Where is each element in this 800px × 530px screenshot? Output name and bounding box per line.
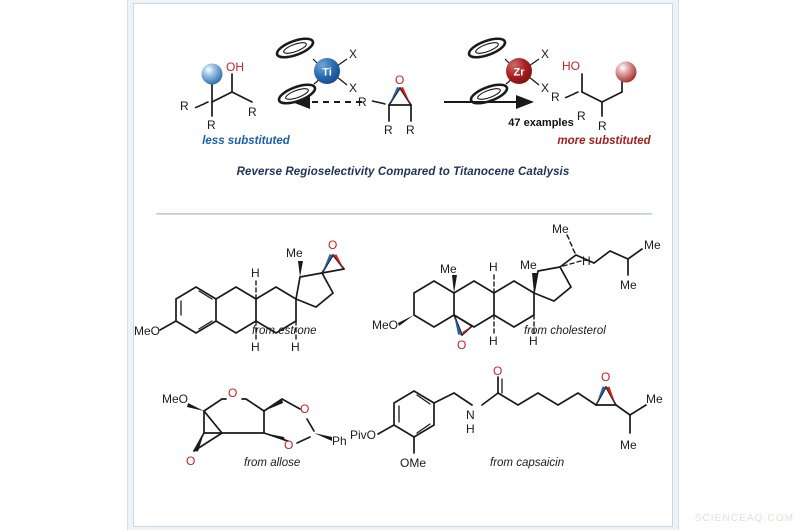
capsaicin-carbonyl-o: O [493, 364, 502, 378]
zr-metal-label: Zr [514, 67, 526, 79]
allose-caption: from allose [244, 457, 301, 469]
capsaicin-caption: from capsaicin [490, 457, 565, 469]
right-product-r3: R [598, 119, 607, 133]
left-product-r2: R [207, 118, 216, 132]
estrone-h-label-1: H [251, 266, 260, 280]
capsaicin-ome-label: OMe [400, 456, 426, 470]
less-substituted-sphere [201, 63, 223, 85]
ti-metal-label: Ti [322, 67, 332, 79]
cholesterol-epoxide-o: O [457, 338, 466, 352]
left-product-r1: R [180, 99, 189, 113]
zr-metal-circle [506, 58, 532, 84]
scheme-drawing: OH R R R [180, 37, 637, 137]
cholesterol-h-label-2: H [489, 334, 498, 348]
capsaicin-pivo-label: PivO [350, 428, 376, 442]
left-product-r3: R [248, 105, 257, 119]
capsaicin-n-label: N [466, 408, 475, 422]
titanocene-catalyst: Ti X X [275, 37, 357, 105]
allose-structure: O MeO O O [162, 386, 347, 468]
example-capsaicin: PivO OMe N H O [350, 364, 663, 477]
cholesterol-me-c26: Me [620, 278, 637, 292]
zr-ligand-x2: X [541, 81, 549, 95]
cholesterol-h-c17: H [582, 254, 591, 268]
cholesterol-structure: MeO O Me Me Me [372, 222, 661, 352]
watermark: SCIENCEAQ.COM [694, 513, 794, 524]
epoxide-oxygen-label: O [395, 73, 404, 87]
cholesterol-caption: from cholesterol [524, 325, 606, 337]
capsaicin-me-1: Me [646, 392, 663, 406]
allose-ring-o: O [228, 386, 237, 400]
ti-ligand-x1: X [349, 47, 357, 61]
examples-count-label: 47 examples [508, 117, 574, 129]
allose-epoxide-o: O [186, 454, 195, 468]
more-substituted-sphere [615, 61, 637, 83]
left-product-structure: OH R R R [180, 60, 257, 132]
capsaicin-structure: PivO OMe N H O [350, 364, 663, 470]
right-product-r2: R [577, 109, 586, 123]
example-cholesterol: MeO O Me Me Me [372, 217, 669, 352]
cholesterol-meo-label: MeO [372, 318, 398, 332]
cholesterol-h-label-1: H [489, 260, 498, 274]
capsaicin-nh-label: H [466, 422, 475, 436]
section-divider [156, 213, 652, 215]
estrone-me-label: Me [286, 246, 303, 260]
estrone-epoxide-o: O [328, 238, 337, 252]
allose-acetal-o-1: O [300, 402, 309, 416]
left-product-oh-label: OH [226, 60, 244, 74]
substrate-scope-gallery: MeO Me O H [134, 219, 672, 524]
estrone-h-label-3: H [291, 340, 300, 354]
estrone-h-label-2: H [251, 340, 260, 354]
reaction-scheme: OH R R R [134, 4, 672, 209]
epoxide-r-left: R [358, 95, 367, 109]
less-substituted-label: less substituted [202, 135, 290, 147]
allose-acetal-o-2: O [284, 438, 293, 452]
example-estrone: MeO Me O H [134, 221, 402, 354]
cholesterol-h-label-3: H [529, 334, 538, 348]
estrone-caption: from estrone [252, 325, 317, 337]
capsaicin-epoxide-o: O [601, 370, 610, 384]
ti-ligand-x2: X [349, 81, 357, 95]
estrone-meo-label: MeO [134, 324, 160, 338]
zirconocene-catalyst: Zr X X [467, 37, 549, 105]
right-product-structure: HO R R R [551, 59, 637, 133]
example-allose: O MeO O O [162, 369, 394, 474]
right-product-ho-label: HO [562, 59, 580, 73]
allose-ph-label: Ph [332, 434, 347, 448]
figure-frame: OH R R R [133, 3, 673, 527]
cholesterol-me-c10: Me [440, 262, 457, 276]
zr-ligand-x1: X [541, 47, 549, 61]
allose-meo-label: MeO [162, 392, 188, 406]
epoxide-substrate-structure: O R R R [358, 73, 415, 137]
epoxide-r-bottom-left: R [384, 123, 393, 137]
ti-metal-circle [314, 58, 340, 84]
right-product-r1: R [551, 90, 560, 104]
cholesterol-me-c21: Me [552, 222, 569, 236]
estrone-structure: MeO Me O H [134, 238, 345, 354]
cholesterol-me-c27: Me [644, 238, 661, 252]
scheme-caption: Reverse Regioselectivity Compared to Tit… [236, 166, 570, 178]
epoxide-r-bottom-right: R [406, 123, 415, 137]
more-substituted-label: more substituted [557, 135, 651, 147]
cholesterol-me-c13: Me [520, 258, 537, 272]
capsaicin-me-2: Me [620, 438, 637, 452]
